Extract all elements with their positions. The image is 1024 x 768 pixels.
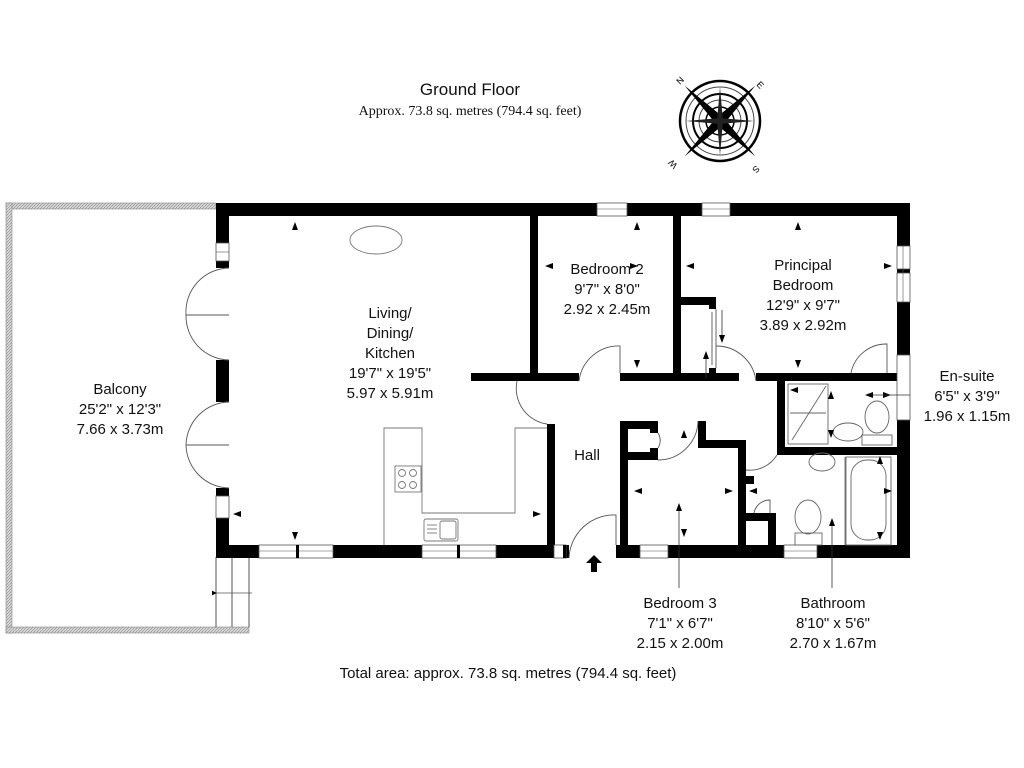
room-imperial: 8'10" x 5'6" (796, 615, 870, 632)
room-name-line1: Principal (774, 257, 832, 274)
room-name-line1: Living/ (368, 305, 412, 322)
kitchen-units (349, 225, 547, 545)
room-imperial: 9'7" x 8'0" (574, 281, 640, 298)
room-metric: 2.15 x 2.00m (636, 635, 724, 652)
walls (216, 203, 910, 558)
room-imperial: 19'7" x 19'5" (348, 365, 432, 382)
floor-area-subtitle: Approx. 73.8 sq. metres (794.4 sq. feet) (358, 104, 582, 119)
room-metric: 7.66 x 3.73m (76, 421, 164, 438)
room-metric: 2.70 x 1.67m (789, 635, 877, 652)
room-label-bathroom: Bathroom 8'10" x 5'6" 2.70 x 1.67m (773, 594, 893, 654)
room-imperial: 7'1" x 6'7" (647, 615, 713, 632)
room-name: Bathroom (800, 595, 866, 612)
room-name-line3: Kitchen (364, 345, 416, 362)
compass-letter-e: E (755, 79, 766, 90)
floor-title: Ground Floor (419, 80, 521, 99)
room-name: Bedroom 3 (643, 595, 717, 612)
sanitary-fixtures (787, 383, 893, 546)
room-imperial: 25'2" x 12'3" (78, 401, 162, 418)
room-metric: 1.96 x 1.15m (923, 408, 1011, 425)
room-label-bedroom-3: Bedroom 3 7'1" x 6'7" 2.15 x 2.00m (620, 594, 740, 654)
room-metric: 5.97 x 5.91m (346, 385, 434, 402)
room-name-line2: Bedroom (772, 277, 834, 294)
total-area-footer: Total area: approx. 73.8 sq. metres (794… (339, 665, 677, 682)
room-label-principal-bedroom: Principal Bedroom 12'9" x 9'7" 3.89 x 2.… (743, 256, 863, 336)
room-metric: 3.89 x 2.92m (759, 317, 847, 334)
room-metric: 2.92 x 2.45m (563, 301, 651, 318)
room-label-hall: Hall (562, 446, 612, 466)
room-label-living-dining-kitchen: Living/ Dining/ Kitchen 19'7" x 19'5" 5.… (320, 304, 460, 404)
compass-rose-icon: N E S W (666, 75, 766, 175)
balcony-outline (5, 202, 252, 634)
compass-letter-n: N (674, 75, 686, 87)
room-name: Balcony (93, 381, 147, 398)
compass-letter-w: W (666, 157, 679, 170)
room-imperial: 12'9" x 9'7" (766, 297, 840, 314)
room-imperial: 6'5" x 3'9" (934, 388, 1000, 405)
doors (185, 267, 888, 559)
room-name: Bedroom 2 (570, 261, 644, 278)
room-label-bedroom-2: Bedroom 2 9'7" x 8'0" 2.92 x 2.45m (547, 260, 667, 320)
room-name: Hall (574, 447, 600, 464)
room-name: En-suite (939, 368, 995, 385)
dimension-arrows (233, 222, 892, 540)
room-label-balcony: Balcony 25'2" x 12'3" 7.66 x 3.73m (60, 380, 180, 440)
room-name-line2: Dining/ (366, 325, 414, 342)
entrance-arrow-icon (586, 555, 602, 572)
room-label-en-suite: En-suite 6'5" x 3'9" 1.96 x 1.15m (912, 367, 1022, 427)
compass-letter-s: S (750, 164, 761, 175)
